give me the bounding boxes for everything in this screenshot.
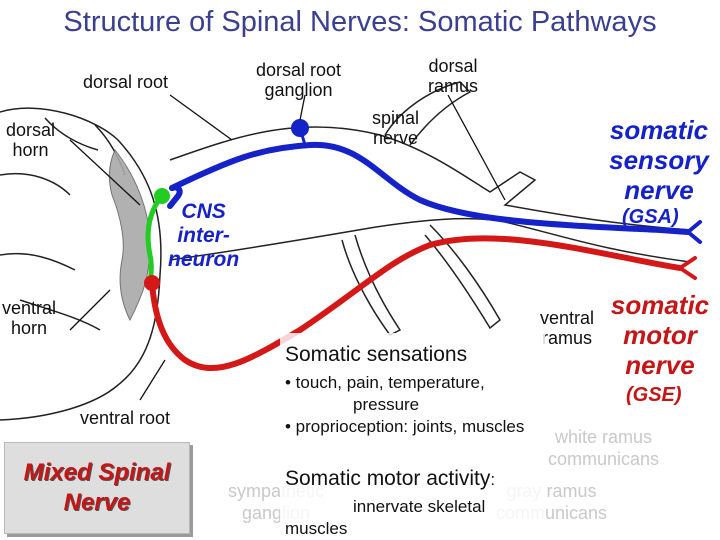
info-box: Somatic sensations • touch, pain, temper… xyxy=(280,333,545,538)
motor-line-3: muscles xyxy=(285,519,348,538)
motor-line-2: innervate skeletal xyxy=(353,497,486,516)
dorsal-root-ganglion-cell xyxy=(291,119,309,137)
ventral-ramus-label: ventral ramus xyxy=(540,308,595,348)
mixed-spinal-nerve-label: Mixed Spinal Nerve xyxy=(23,459,171,516)
sensation-bullet-1-continued: pressure xyxy=(353,395,420,414)
sensation-bullet-1: • touch, pain, temperature, xyxy=(285,373,485,392)
dorsal-horn-label: dorsal horn xyxy=(6,120,56,160)
page-title: Structure of Spinal Nerves: Somatic Path… xyxy=(63,6,657,38)
mixed-spinal-nerve-box: Mixed Spinal Nerve xyxy=(4,442,190,534)
dorsal-root-ganglion-label: dorsal root ganglion xyxy=(256,60,342,100)
leader-lines xyxy=(69,94,506,401)
nerve-trunk-outline xyxy=(169,81,691,336)
spinal-cord xyxy=(0,107,162,421)
somatic-motor-nerve-label: somatic motor nerve xyxy=(610,290,710,380)
gse-label: (GSE) xyxy=(626,384,682,406)
dorsal-root-label: dorsal root xyxy=(83,72,169,92)
gsa-label: (GSA) xyxy=(622,206,679,228)
ventral-horn-label: ventral horn xyxy=(2,298,57,338)
motor-pathway xyxy=(149,235,697,371)
somatic-motor-heading: Somatic motor activity: xyxy=(285,467,496,490)
sensation-bullet-2: • proprioception: joints, muscles xyxy=(285,417,525,436)
white-ramus-label: white ramus communicans xyxy=(548,427,660,469)
cns-interneuron-label: CNS inter- neuron xyxy=(168,200,240,271)
dorsal-ramus-label: dorsal ramus xyxy=(428,56,479,96)
spinal-nerve-label: spinal nerve xyxy=(372,108,420,148)
ventral-root-label: ventral root xyxy=(80,408,171,428)
gray-matter xyxy=(108,149,151,322)
motor-neuron-cell xyxy=(144,275,160,291)
somatic-sensory-nerve-label: somatic sensory nerve xyxy=(609,115,709,205)
somatic-sensations-heading: Somatic sensations xyxy=(285,343,468,366)
